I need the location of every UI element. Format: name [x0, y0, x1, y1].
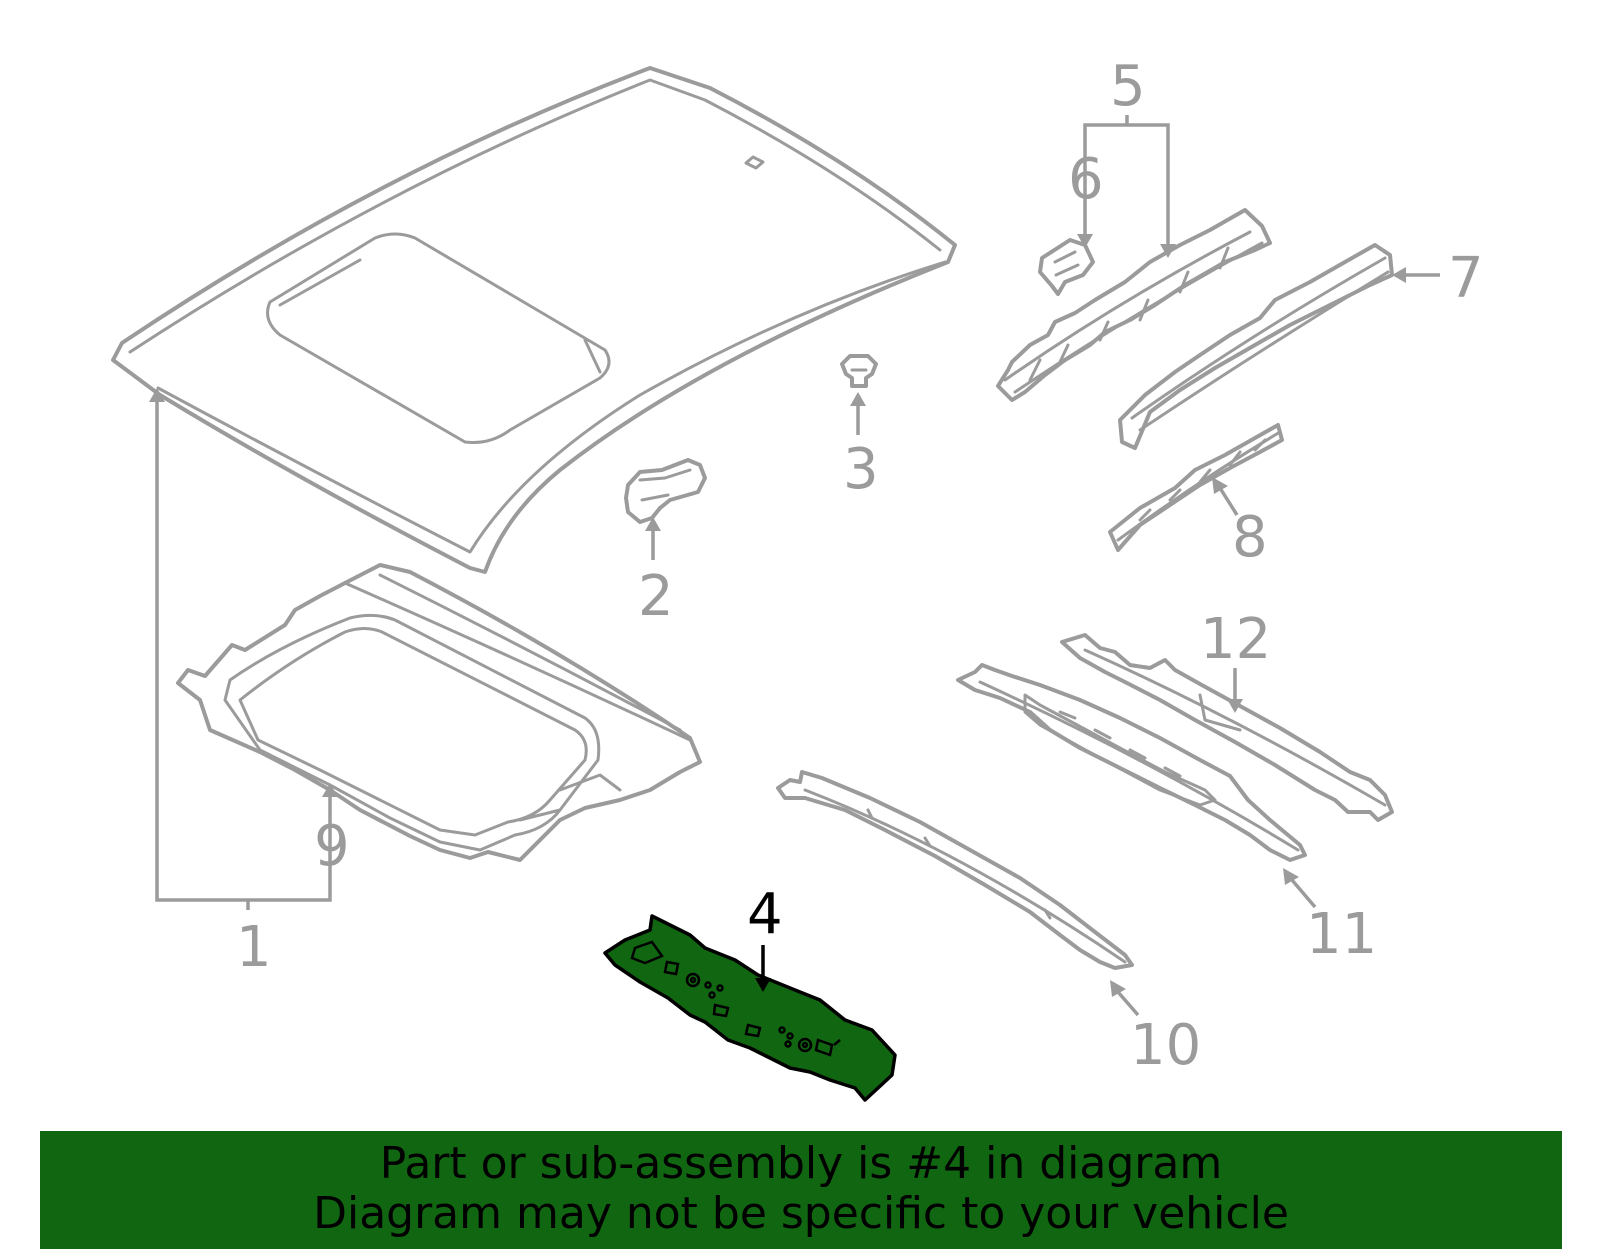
callout-5: 5	[1110, 54, 1146, 119]
banner-line-2: Diagram may not be specific to your vehi…	[313, 1188, 1289, 1239]
rear-bow	[1108, 423, 1284, 552]
rear-roof-rail	[1118, 243, 1394, 450]
callout-12: 12	[1200, 607, 1271, 672]
clip	[840, 354, 878, 388]
callout-2: 2	[638, 564, 674, 629]
callout-1: 1	[236, 915, 272, 980]
callout-3: 3	[843, 437, 879, 502]
callout-11: 11	[1306, 902, 1377, 967]
bracket	[624, 458, 707, 524]
info-banner: Part or sub-assembly is #4 in diagram Di…	[40, 1131, 1562, 1249]
roof-bow-10	[776, 770, 1134, 970]
roof-panel	[111, 66, 957, 574]
callout-6: 6	[1068, 147, 1104, 212]
sunroof-frame	[176, 563, 702, 862]
small-bracket	[1038, 238, 1095, 296]
callout-7: 7	[1448, 246, 1484, 311]
banner-line-1: Part or sub-assembly is #4 in diagram	[379, 1138, 1223, 1189]
callout-8: 8	[1232, 505, 1268, 570]
roof-bow-12	[1060, 633, 1394, 822]
callout-10: 10	[1130, 1013, 1201, 1078]
callout-9: 9	[314, 814, 350, 879]
leader-lines	[149, 115, 1440, 1017]
callout-4: 4	[747, 882, 783, 947]
front-header-rail	[996, 208, 1272, 402]
roof-parts-diagram: 1 2 3 4 5 6 7 8 9 10 11 12	[111, 54, 1484, 1102]
roof-bow-11	[956, 663, 1307, 862]
callout-labels: 1 2 3 4 5 6 7 8 9 10 11 12	[236, 54, 1484, 1078]
front-header-panel	[603, 914, 897, 1102]
